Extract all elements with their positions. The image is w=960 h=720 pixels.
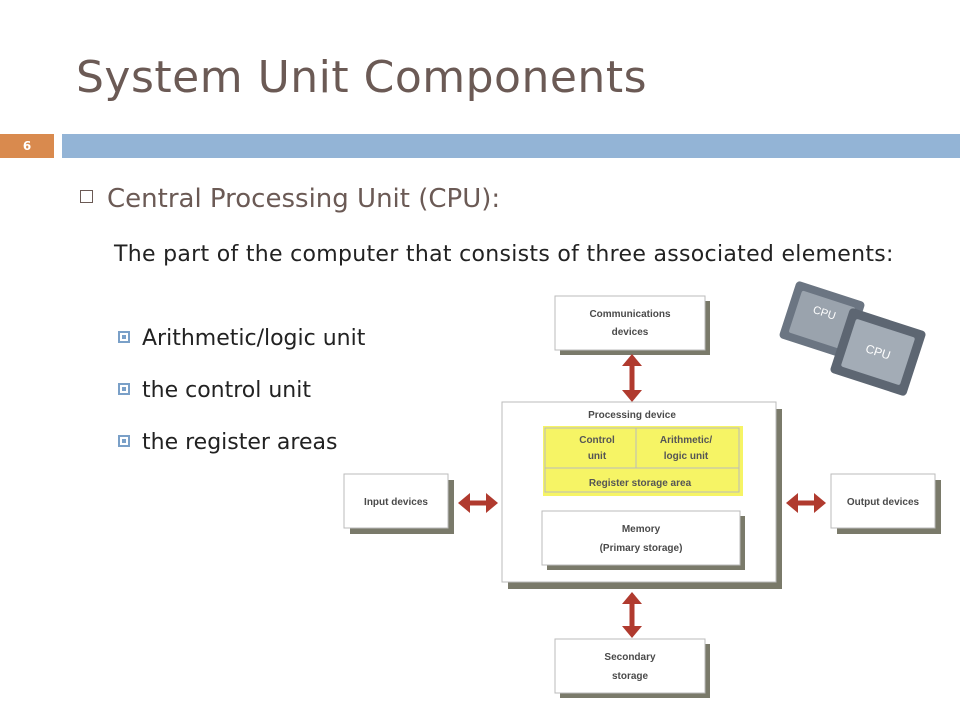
secondary-label-line1: Secondary bbox=[604, 652, 656, 663]
control-unit-line2: unit bbox=[588, 451, 607, 462]
list-item-control-unit: the control unit bbox=[118, 378, 311, 403]
output-devices-box: Output devices bbox=[830, 473, 941, 534]
header-bar bbox=[62, 134, 960, 158]
cpu-chip-front: CPU bbox=[830, 308, 926, 396]
list-item-register-areas: the register areas bbox=[118, 430, 337, 455]
memory-label-line1: Memory bbox=[622, 524, 661, 535]
communications-label-line2: devices bbox=[612, 327, 649, 338]
arrow-communications-processing bbox=[622, 354, 642, 402]
cpu-heading: Central Processing Unit (CPU): bbox=[80, 184, 500, 214]
square-bullet-icon bbox=[118, 331, 130, 343]
alu-line1: Arithmetic/ bbox=[660, 435, 712, 446]
input-devices-label: Input devices bbox=[364, 497, 428, 508]
square-bullet-icon bbox=[118, 435, 130, 447]
register-storage-label: Register storage area bbox=[589, 478, 692, 489]
list-item-label: Arithmetic/logic unit bbox=[142, 326, 366, 351]
secondary-storage-box: Secondary storage bbox=[554, 638, 710, 698]
hollow-square-bullet-icon bbox=[80, 190, 93, 203]
square-bullet-icon bbox=[118, 383, 130, 395]
slide-number: 6 bbox=[0, 134, 54, 158]
arrow-processing-secondary bbox=[622, 592, 642, 638]
arrow-input-processing bbox=[458, 493, 498, 513]
input-devices-box: Input devices bbox=[343, 473, 454, 534]
slide-title: System Unit Components bbox=[76, 52, 647, 103]
cpu-heading-text: Central Processing Unit (CPU): bbox=[107, 184, 501, 214]
communications-devices-box: Communications devices bbox=[554, 295, 710, 355]
list-item-label: the control unit bbox=[142, 378, 311, 403]
processing-device-label: Processing device bbox=[588, 410, 676, 421]
control-unit-line1: Control bbox=[579, 435, 615, 446]
output-devices-label: Output devices bbox=[847, 497, 920, 508]
memory-label-line2: (Primary storage) bbox=[600, 543, 683, 554]
communications-label-line1: Communications bbox=[589, 309, 671, 320]
memory-box: Memory (Primary storage) bbox=[541, 510, 745, 570]
cpu-block-diagram: Communications devices Processing device… bbox=[343, 295, 941, 698]
list-item-alu: Arithmetic/logic unit bbox=[118, 326, 365, 351]
cpu-highlight-region: Control unit Arithmetic/ logic unit Regi… bbox=[543, 426, 743, 496]
secondary-label-line2: storage bbox=[612, 671, 649, 682]
cpu-description: The part of the computer that consists o… bbox=[114, 242, 894, 267]
cpu-chips-image: CPU CPU bbox=[779, 281, 926, 396]
alu-line2: logic unit bbox=[664, 451, 709, 462]
arrow-processing-output bbox=[786, 493, 826, 513]
list-item-label: the register areas bbox=[142, 430, 338, 455]
